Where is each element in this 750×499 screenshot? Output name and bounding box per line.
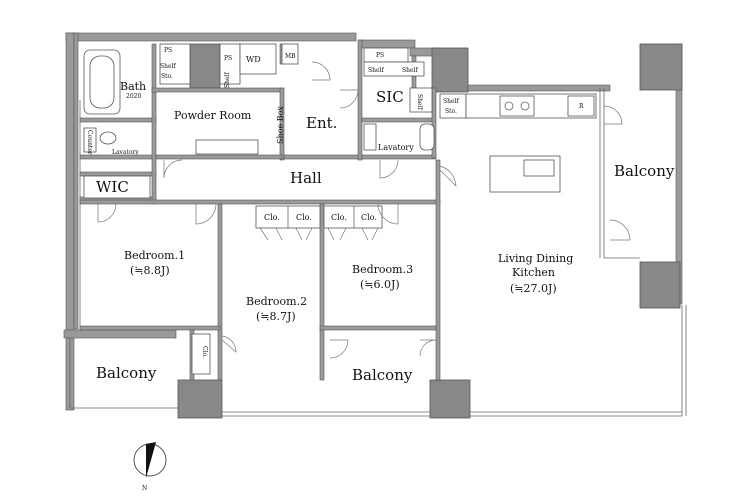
- fridge-label: R: [579, 103, 584, 110]
- shelf-ps-label: Shelf: [224, 72, 231, 88]
- closets: [191, 205, 383, 375]
- ldk-label-line2: Kitchen: [512, 266, 555, 279]
- ps-label-3: PS: [376, 52, 384, 59]
- fixtures: [83, 43, 597, 199]
- entrance-label: Ent.: [306, 114, 337, 132]
- interior-walls: [79, 39, 441, 381]
- sic-label: SIC: [376, 88, 404, 106]
- closet-label-1: Clo.: [264, 213, 280, 222]
- bedroom1-label: Bedroom.1: [124, 249, 185, 262]
- bedroom2-label: Bedroom.2: [246, 295, 307, 308]
- sto-kitchen-label: Sto.: [445, 108, 457, 115]
- compass-needle: [146, 442, 156, 478]
- closet-label-4: Clo.: [361, 213, 377, 222]
- closet-label-5: Clo.: [201, 346, 208, 358]
- bedroom3-label: Bedroom.3: [352, 263, 413, 276]
- balcony-mid-label: Balcony: [352, 366, 413, 384]
- shelf-sto-label: Shelf: [160, 63, 176, 70]
- lavatory-right-label: Lavatory: [378, 143, 414, 152]
- bedroom1-size: (≒8.8J): [130, 264, 170, 277]
- shelf-sic-label-3: Shelf: [416, 94, 423, 110]
- shoe-box-label: Shoe Box: [276, 106, 285, 144]
- wd-label: WD: [246, 55, 261, 64]
- bedroom3-size: (≒6.0J): [360, 278, 400, 291]
- hall-label: Hall: [290, 169, 322, 187]
- doors: [97, 61, 631, 359]
- fixture-labels: PS PS PS WD MB Shelf Sto. Shelf Shelf Sh…: [86, 47, 584, 358]
- balcony-left-label: Balcony: [96, 364, 157, 382]
- shelf-kitchen-label: Shelf: [443, 98, 459, 105]
- stove: [499, 95, 535, 117]
- balcony-right-label: Balcony: [614, 162, 675, 180]
- pillars: [177, 43, 683, 419]
- closet-label-3: Clo.: [331, 213, 347, 222]
- counter-label: Counter: [86, 130, 93, 155]
- ps-label-1: PS: [164, 47, 172, 54]
- sto-label: Sto.: [161, 73, 173, 80]
- bedroom2-size: (≒8.7J): [256, 310, 296, 323]
- bath-label: Bath: [120, 80, 146, 93]
- bath-year-label: 2020: [126, 93, 141, 100]
- compass-north-label: N: [142, 485, 147, 492]
- mb-label: MB: [285, 53, 296, 60]
- closet-label-2: Clo.: [296, 213, 312, 222]
- shelf-sic-label-2: Shelf: [402, 67, 418, 74]
- shelf-sic-label-1: Shelf: [368, 67, 384, 74]
- ldk-size: (≒27.0J): [510, 282, 557, 295]
- compass: N: [133, 442, 167, 492]
- ps-label-2: PS: [224, 55, 232, 62]
- ldk-label-line1: Living Dining: [498, 252, 573, 265]
- wic-label: WIC: [96, 178, 129, 196]
- room-labels: Bath 2020 Powder Room Shoe Box Ent. SIC …: [96, 80, 675, 384]
- lavatory-left-label: Lavatory: [112, 149, 139, 156]
- powder-room-label: Powder Room: [174, 109, 252, 122]
